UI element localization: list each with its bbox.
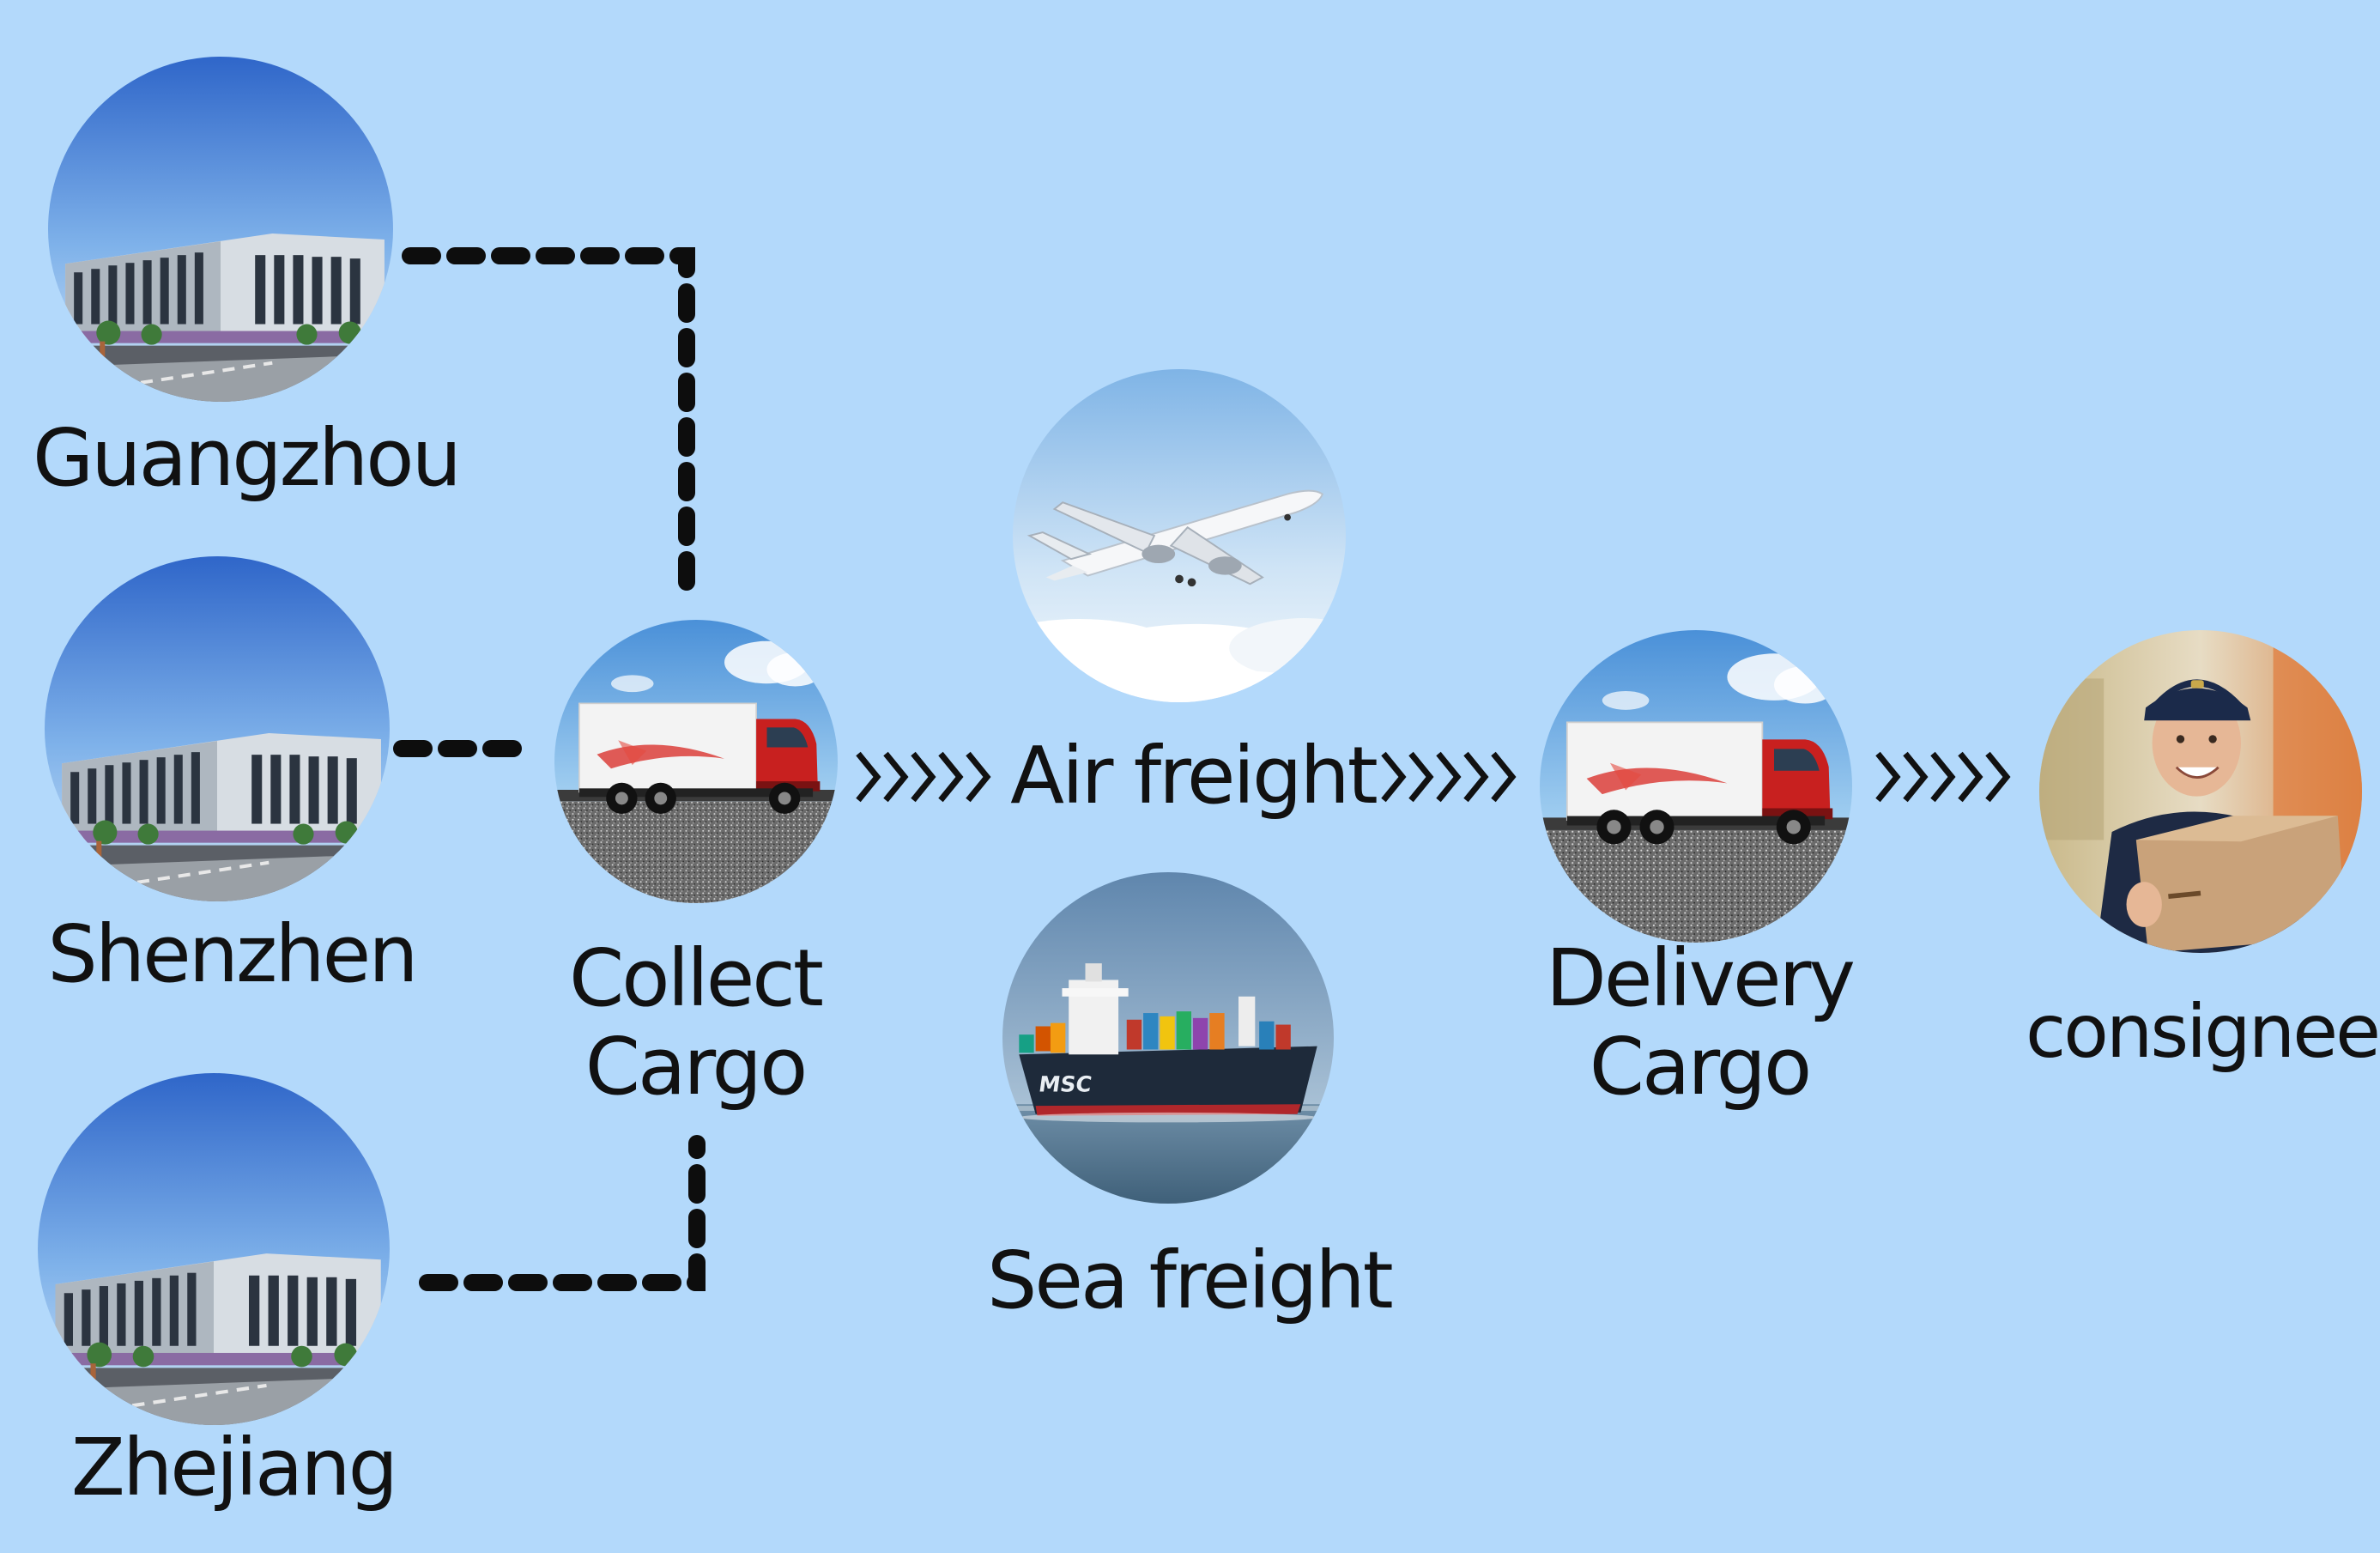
collect-truck-image [554, 620, 838, 903]
arrow-delivery-to-consignee-icon [1875, 751, 2011, 803]
guangzhou-warehouse-image [48, 57, 393, 402]
delivery-cargo-label: Delivery Cargo [1528, 934, 1871, 1111]
arrow-freight-to-delivery-icon [1381, 751, 1517, 803]
delivery-cargo-line1: Delivery [1546, 932, 1856, 1024]
shenzhen-warehouse-image [45, 556, 390, 901]
guangzhou-label: Guangzhou [33, 412, 462, 504]
zhejiang-label: Zhejiang [70, 1422, 398, 1514]
air-freight-label: Air freight [1010, 730, 1378, 822]
air-freight-plane-image [1013, 369, 1346, 702]
collect-cargo-label: Collect Cargo [532, 934, 858, 1111]
ship-marking: MSC [1037, 1072, 1093, 1097]
sea-freight-ship-image: MSC [1002, 872, 1334, 1204]
collect-cargo-line1: Collect [569, 932, 824, 1024]
connector-guangzhou-collect [402, 247, 695, 601]
delivery-cargo-line2: Cargo [1589, 1021, 1813, 1113]
delivery-truck-image [1540, 630, 1852, 943]
arrow-collect-to-freight-icon [856, 751, 991, 803]
consignee-courier-image [2039, 630, 2362, 953]
shenzhen-label: Shenzhen [47, 908, 418, 1000]
zhejiang-warehouse-image [38, 1073, 390, 1425]
collect-cargo-line2: Cargo [584, 1021, 808, 1113]
connector-zhejiang-collect [419, 1135, 706, 1291]
consignee-label: consignee [2026, 989, 2380, 1075]
sea-freight-label: Sea freight [987, 1235, 1394, 1326]
